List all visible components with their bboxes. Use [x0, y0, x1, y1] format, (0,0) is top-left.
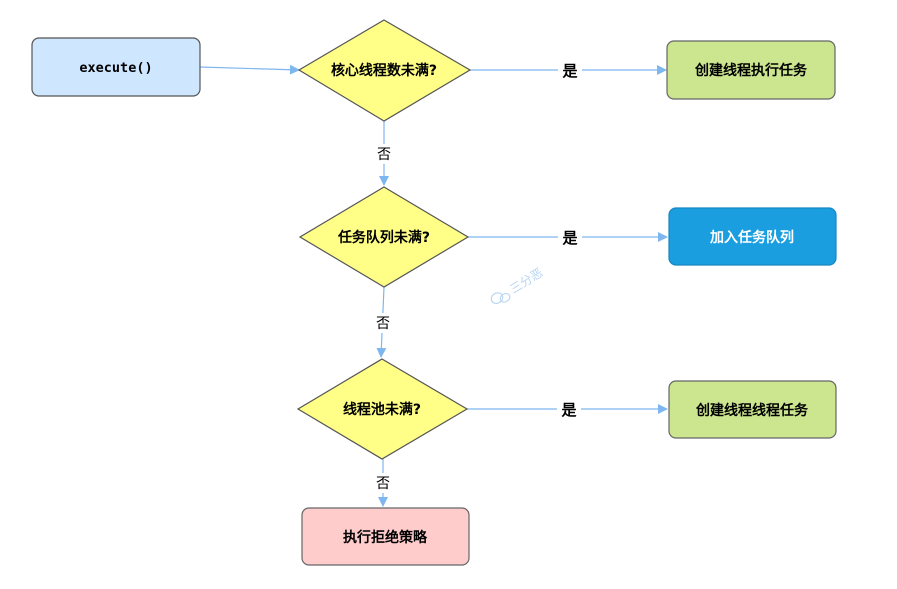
edge-label-d3-no: 否	[376, 476, 390, 492]
decision-pool-full-label: 线程池未满?	[343, 401, 421, 418]
watermark-text: 三分恶	[507, 265, 545, 296]
decision-task-queue	[298, 186, 470, 288]
node-add-to-queue	[668, 207, 837, 266]
edge-label-d1-no: 否	[377, 147, 391, 163]
edge-label-bg	[557, 399, 581, 419]
node-create-thread-execute	[666, 40, 836, 100]
node-create-thread-execute-label: 创建线程执行任务	[694, 62, 808, 79]
decision-core-threads-label: 核心线程数未满?	[331, 62, 437, 79]
edge-label-d3-yes: 是	[560, 401, 577, 419]
node-create-thread-task	[668, 380, 837, 439]
edge-label-d1-yes: 是	[561, 62, 578, 80]
node-add-to-queue-label: 加入任务队列	[709, 229, 794, 246]
edge-label-bg	[558, 60, 582, 80]
node-start	[31, 37, 201, 97]
edge-label-bg	[373, 313, 393, 333]
node-reject-policy-label: 执行拒绝策略	[343, 529, 428, 546]
node-reject-policy	[301, 507, 470, 566]
edge-label-d2-yes: 是	[561, 229, 578, 247]
node-start-label: execute()	[79, 60, 152, 76]
edge-label-bg	[373, 473, 393, 493]
decision-task-queue-label: 任务队列未满?	[337, 229, 430, 246]
edge-start-to-d1	[199, 64, 300, 75]
edge-label-bg	[374, 144, 394, 164]
decision-core-threads	[297, 19, 472, 122]
wechat-icon	[490, 292, 511, 304]
node-create-thread-task-label: 创建线程线程任务	[695, 402, 809, 419]
edge-label-d2-no: 否	[376, 316, 390, 332]
decision-pool-full	[296, 358, 469, 460]
watermark: 三分恶	[490, 265, 545, 304]
edge-label-bg	[558, 227, 582, 247]
